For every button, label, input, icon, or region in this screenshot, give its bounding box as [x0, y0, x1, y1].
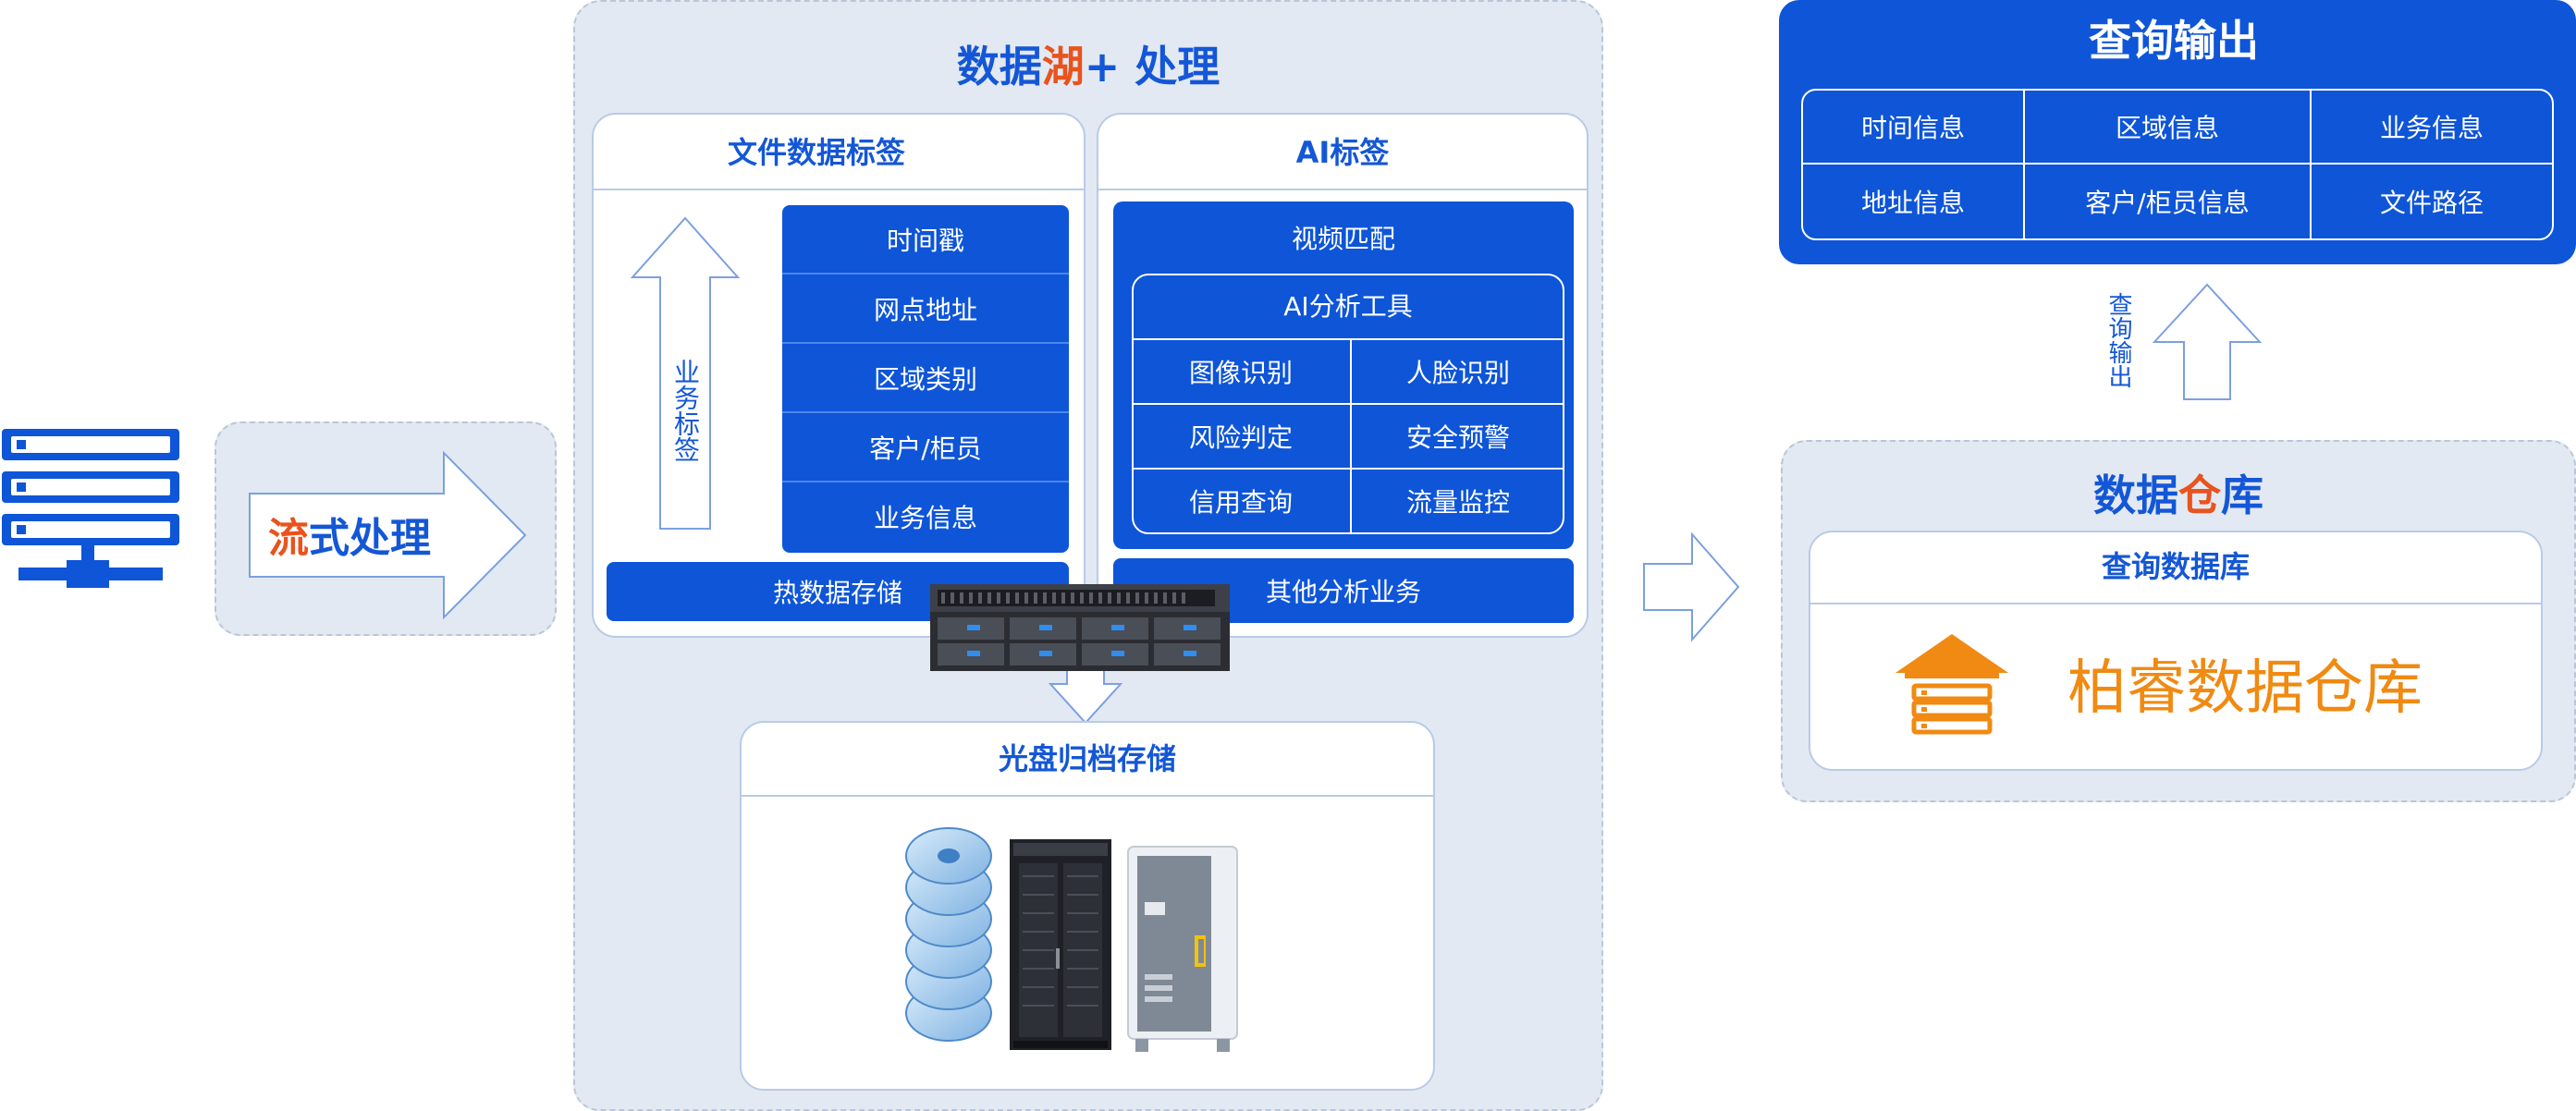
lake-title-part1: 数据 — [956, 42, 1042, 92]
warehouse-database-icon — [1895, 634, 2008, 735]
query-database-divider — [1810, 603, 2541, 604]
server-network-icon — [2, 429, 179, 588]
business-tag-label: 业务标签 — [670, 359, 701, 462]
query-table-divider — [2023, 89, 2025, 240]
archive-title: 光盘归档存储 — [998, 741, 1176, 776]
server-rack-icon — [930, 584, 1230, 671]
file-tag-item: 客户/柜员 — [782, 413, 1069, 482]
ai-tools-divider — [1350, 338, 1352, 534]
file-tags-title: 文件数据标签 — [727, 135, 905, 170]
archive-divider — [742, 795, 1433, 797]
stream-label-rest: 式处理 — [309, 515, 431, 562]
warehouse-product-name: 柏睿数据仓库 — [2067, 654, 2423, 723]
file-tags-divider — [594, 189, 1084, 190]
ai-tool-cell: 图像识别 — [1188, 358, 1293, 388]
ai-tags-divider — [1098, 189, 1587, 190]
stream-label-highlight: 流 — [268, 515, 309, 562]
ai-tool-cell: 安全预警 — [1405, 422, 1510, 453]
ai-tool-cell: 人脸识别 — [1405, 358, 1510, 388]
ai-tools-divider — [1132, 403, 1564, 405]
query-cell: 时间信息 — [1860, 113, 1965, 143]
ai-tags-title: AI标签 — [1295, 135, 1390, 170]
query-cell: 地址信息 — [1860, 188, 1965, 218]
query-database-title: 查询数据库 — [2101, 549, 2250, 584]
ai-tags-panel — [1113, 201, 1574, 549]
lake-title-highlight: 湖 — [1041, 42, 1085, 92]
up-arrow — [2153, 283, 2262, 400]
query-cell: 区域信息 — [2115, 113, 2219, 143]
stream-arrow — [249, 450, 527, 620]
file-tag-item: 网点地址 — [782, 275, 1069, 344]
business-tag-arrow — [630, 216, 741, 530]
right-arrow — [1643, 532, 1740, 641]
query-arrow-label: 查询输出 — [2104, 292, 2132, 388]
file-tag-item: 区域类别 — [782, 344, 1069, 413]
storage-cabinet-icon — [1010, 839, 1111, 1050]
lake-title-part2: + 处理 — [1084, 42, 1221, 92]
file-tags-list: 时间戳 网点地址 区域类别 客户/柜员 业务信息 — [782, 205, 1069, 553]
query-cell: 业务信息 — [2379, 113, 2484, 143]
ai-tools-title: AI分析工具 — [1283, 291, 1413, 322]
ai-tools-divider — [1132, 468, 1564, 470]
warehouse-title-highlight: 仓 — [2178, 470, 2221, 520]
stream-processing-label: 流式处理 — [268, 507, 472, 562]
query-cell: 文件路径 — [2379, 188, 2484, 218]
query-output-table — [1801, 89, 2554, 240]
file-tag-item: 业务信息 — [873, 503, 977, 533]
ai-tools-divider — [1132, 338, 1564, 340]
warehouse-title-part1: 数据 — [2093, 470, 2178, 520]
data-warehouse-title: 数据仓库 — [1781, 462, 2576, 523]
query-cell: 客户/柜员信息 — [2085, 188, 2250, 218]
optical-disc-stack-icon — [905, 827, 992, 1042]
storage-tower-icon — [1127, 846, 1238, 1052]
query-output-panel — [1779, 0, 2576, 264]
query-table-divider — [1801, 163, 2554, 165]
ai-tool-cell: 风险判定 — [1188, 422, 1293, 453]
ai-tool-cell: 信用查询 — [1188, 487, 1293, 518]
video-match-item: 视频匹配 — [1291, 224, 1395, 254]
query-output-title: 查询输出 — [2089, 16, 2259, 66]
data-lake-title: 数据湖 + 处理 — [573, 33, 1603, 94]
query-table-divider — [2310, 89, 2312, 240]
ai-tool-cell: 流量监控 — [1405, 487, 1510, 518]
warehouse-title-part2: 库 — [2221, 470, 2263, 520]
file-tag-item: 时间戳 — [782, 205, 1069, 275]
